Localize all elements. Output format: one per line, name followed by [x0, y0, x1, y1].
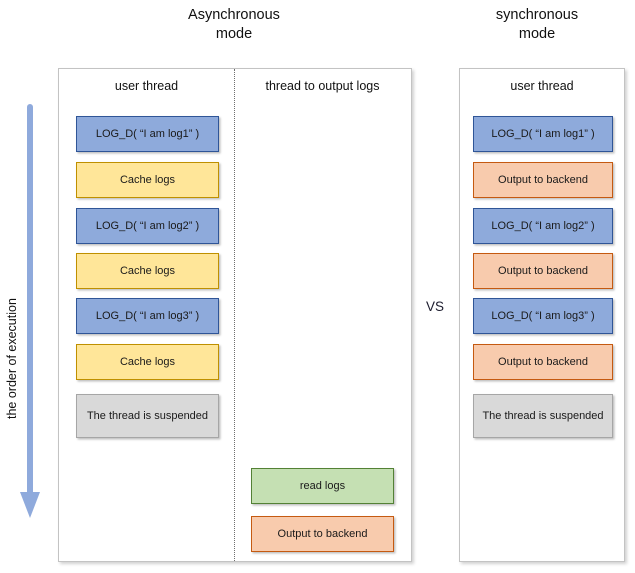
async-mode-title-line2: mode [215, 26, 253, 42]
log-call-box: LOG_D( “I am log3” ) [473, 298, 613, 334]
async-panel: user thread thread to output logs LOG_D(… [58, 68, 412, 562]
async-mode-title: Asynchronous mode [158, 6, 310, 44]
sync-mode-title-line1: synchronous [495, 7, 579, 23]
cache-logs-box: Cache logs [76, 162, 219, 198]
vs-label: VS [425, 299, 444, 314]
log-call-box: LOG_D( “I am log2” ) [473, 208, 613, 244]
async-user-thread-header: user thread [114, 79, 179, 93]
thread-suspended-box: The thread is suspended [76, 394, 219, 438]
log-call-box: LOG_D( “I am log1” ) [76, 116, 219, 152]
output-to-backend-box: Output to backend [251, 516, 394, 552]
order-of-execution-arrow [20, 104, 40, 518]
log-call-box: LOG_D( “I am log1” ) [473, 116, 613, 152]
output-to-backend-box: Output to backend [473, 344, 613, 380]
sync-user-thread-header: user thread [510, 79, 574, 93]
sync-mode-title-line2: mode [518, 26, 556, 42]
async-mode-title-line1: Asynchronous [188, 7, 280, 23]
order-of-execution-label: the order of execution [5, 298, 19, 420]
sync-panel: user thread LOG_D( “I am log1” ) Output … [459, 68, 625, 562]
log-call-box: LOG_D( “I am log3” ) [76, 298, 219, 334]
async-output-thread-header: thread to output logs [265, 79, 380, 93]
output-to-backend-box: Output to backend [473, 162, 613, 198]
thread-column-divider [234, 69, 235, 561]
log-call-box: LOG_D( “I am log2” ) [76, 208, 219, 244]
thread-suspended-box: The thread is suspended [473, 394, 613, 438]
output-to-backend-box: Output to backend [473, 253, 613, 289]
arrow-head-icon [20, 492, 40, 518]
cache-logs-box: Cache logs [76, 344, 219, 380]
arrow-shaft [27, 104, 33, 492]
sync-mode-title: synchronous mode [461, 6, 613, 44]
cache-logs-box: Cache logs [76, 253, 219, 289]
read-logs-box: read logs [251, 468, 394, 504]
